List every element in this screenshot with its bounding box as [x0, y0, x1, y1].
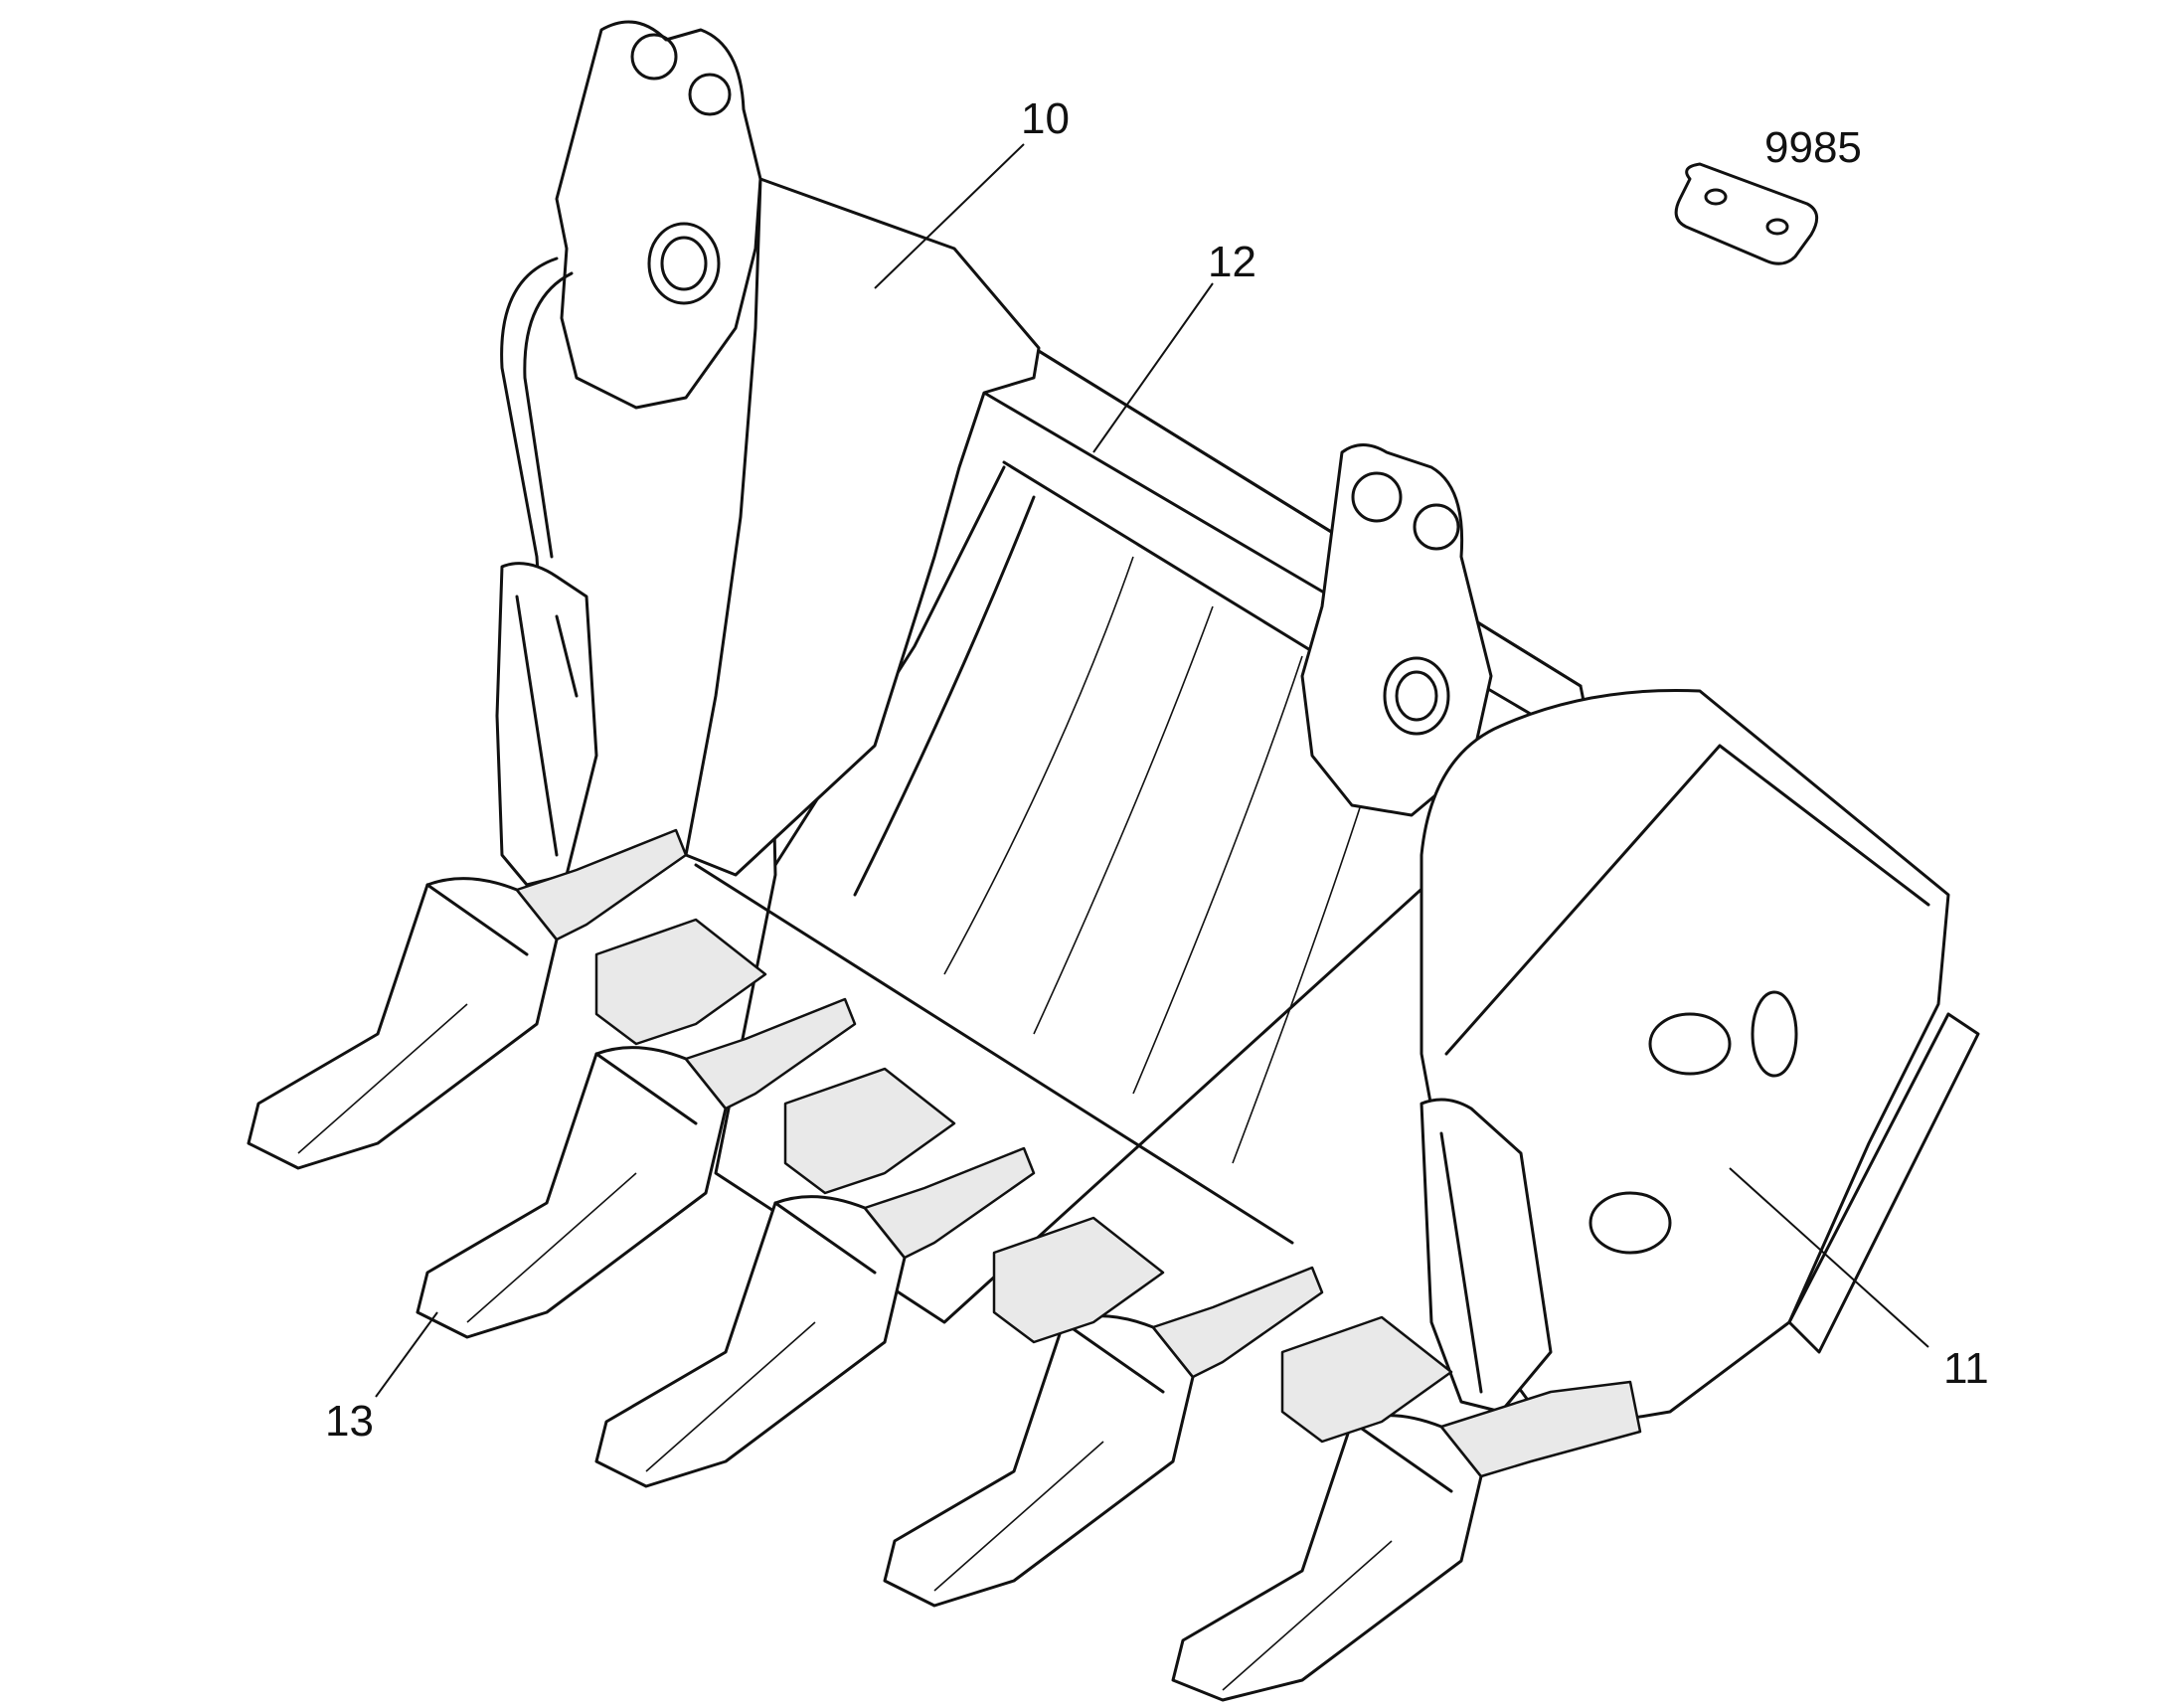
- callout-13: 13: [325, 1397, 374, 1446]
- callout-11: 11: [1943, 1344, 1989, 1393]
- tooth-5: [1171, 1315, 1642, 1702]
- tooth-4: [883, 1216, 1324, 1608]
- plate-part-9985: [1674, 162, 1819, 265]
- right-lip-adapter: [1420, 1098, 1553, 1414]
- teeth-row-part-13: [247, 828, 1642, 1702]
- tooth-1: [247, 828, 688, 1170]
- callout-12: 12: [1208, 238, 1256, 286]
- callout-9985: 9985: [1764, 123, 1862, 172]
- callout-10: 10: [1021, 94, 1070, 143]
- leader-12: [1092, 282, 1214, 453]
- tooth-3: [594, 1067, 1036, 1488]
- tooth-2: [416, 918, 857, 1339]
- leader-10: [874, 143, 1025, 289]
- left-lip-adapter: [495, 562, 598, 887]
- right-hinge-bracket: [1300, 443, 1493, 817]
- side-cutter-left-part-10: [684, 177, 1041, 877]
- leader-13: [375, 1311, 438, 1398]
- left-hinge-bracket: [500, 20, 762, 638]
- leader-11: [1729, 1167, 1929, 1348]
- leader-lines: [375, 143, 1929, 1398]
